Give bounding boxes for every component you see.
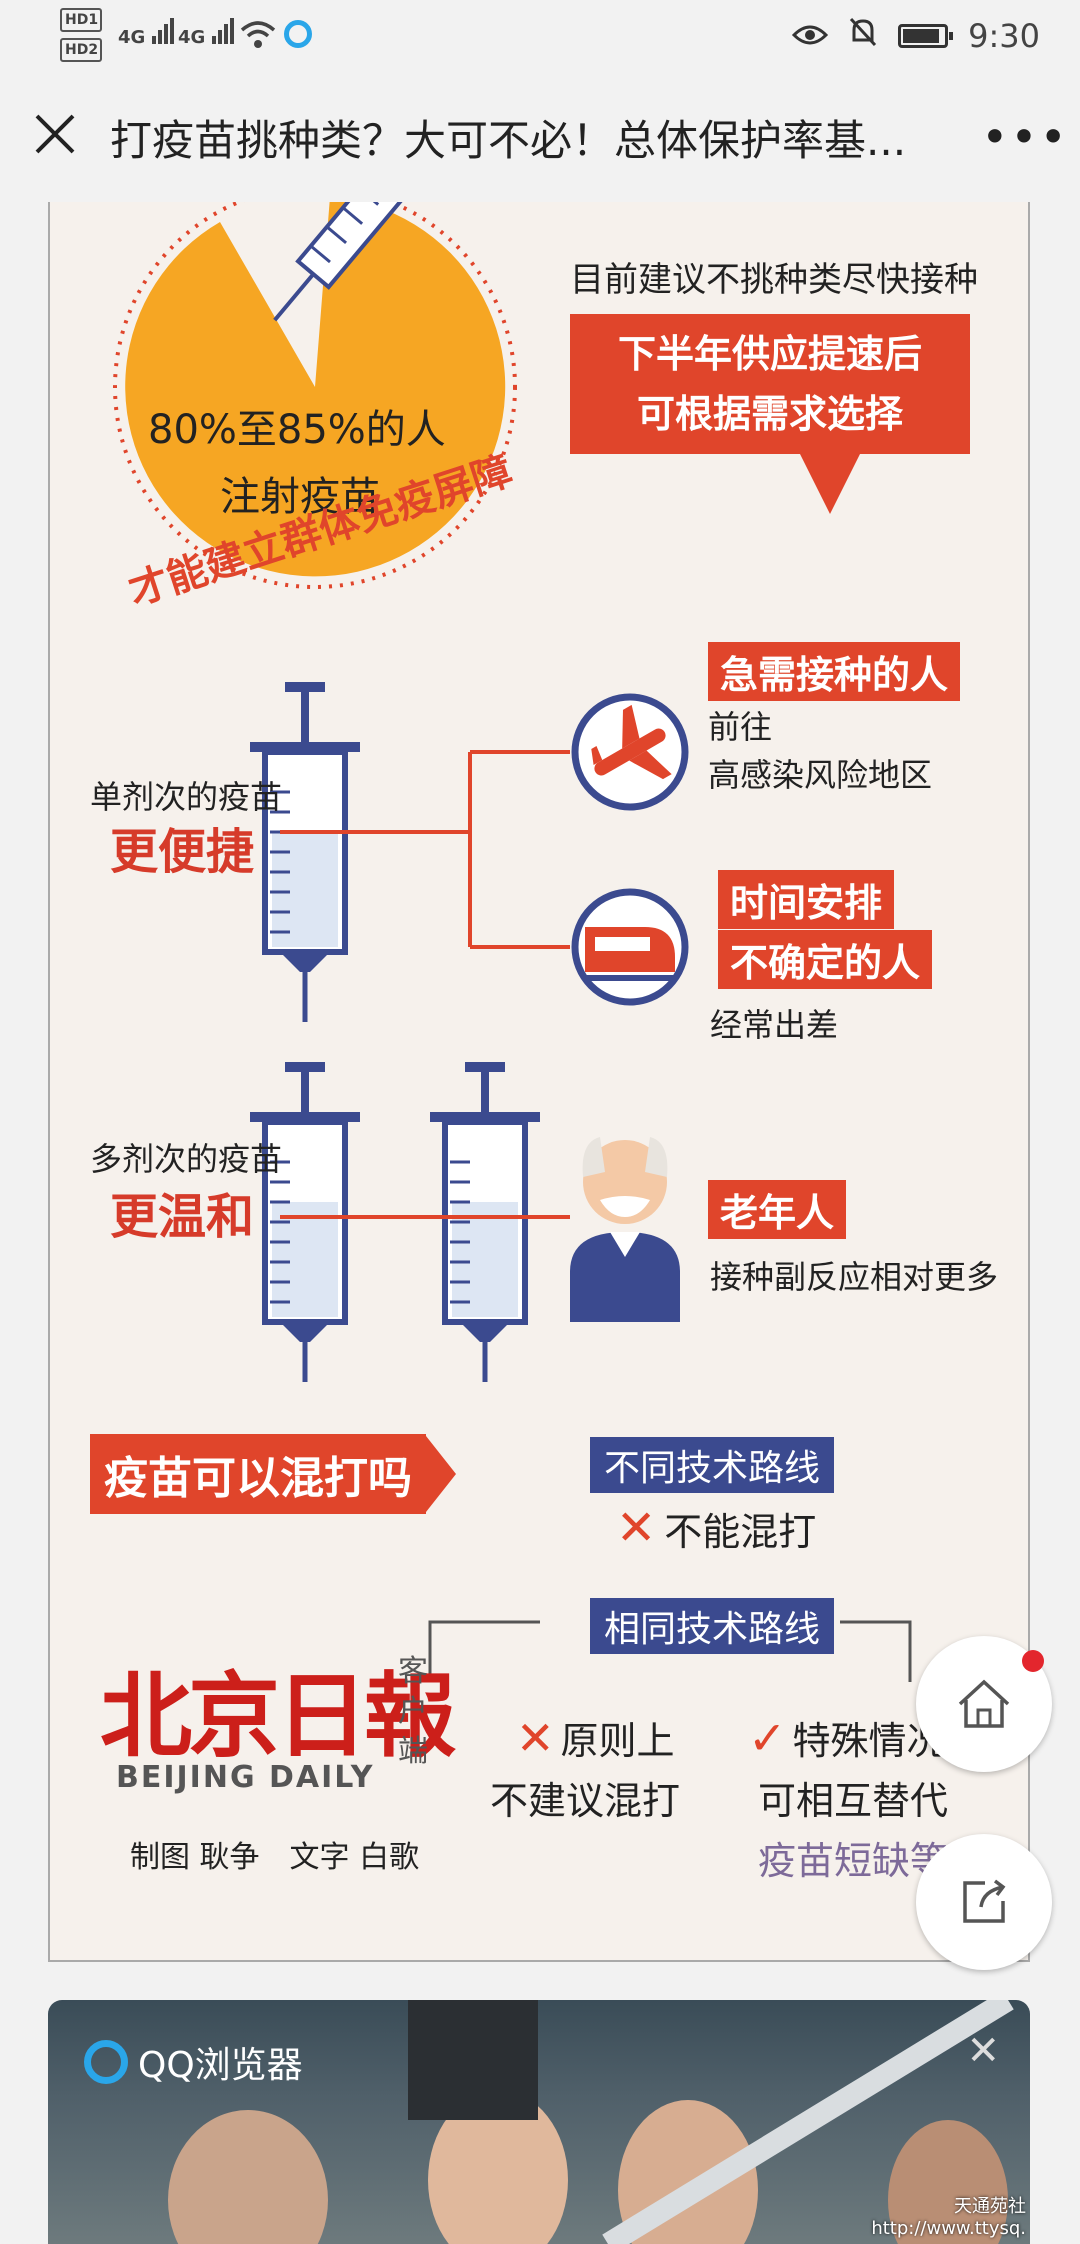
ad-brand: QQ浏览器	[84, 2036, 303, 2088]
close-icon	[35, 114, 75, 153]
notification-dot	[1022, 1650, 1044, 1672]
same-no1: 原则上	[560, 1719, 675, 1763]
multi-dose-diagram	[250, 1062, 680, 1382]
same-tech-tag: 相同技术路线	[590, 1598, 835, 1654]
elderly-person-icon	[570, 1137, 680, 1322]
close-button[interactable]	[0, 105, 110, 170]
watermark: 天通苑社 http://www.ttysq.	[871, 2196, 1026, 2240]
urgent-desc1: 前往	[708, 708, 773, 746]
single-dose-diagram	[250, 682, 689, 1022]
circle-line1: 80%至85%的人	[148, 407, 446, 453]
watermark-line2: http://www.ttysq.	[871, 2218, 1026, 2239]
share-button[interactable]	[916, 1834, 1052, 1970]
page-title: 打疫苗挑种类？大可不必！总体保护率基...	[110, 115, 907, 165]
single-dose-trait: 更便捷	[110, 824, 255, 880]
same-yes2: 可相互替代	[758, 1779, 949, 1823]
same-no-row: ✕ 原则上	[516, 1710, 675, 1765]
clock: 9:30	[968, 17, 1040, 55]
vaccine-infographic: 80%至85%的人 注射疫苗 才能建立群体免疫屏障 目前建议不挑种类尽快接种 下…	[48, 202, 1030, 1962]
status-bar: HD1 HD2 4G 4G 9:30	[0, 0, 1080, 72]
beijing-daily-en: BEIJING DAILY	[116, 1760, 375, 1795]
ad-image	[168, 2000, 1014, 2244]
multi-dose-trait: 更温和	[110, 1189, 255, 1245]
close-icon: ✕	[966, 2028, 1000, 2074]
bubble-line1: 下半年供应提速后	[617, 332, 922, 376]
same-tech-bracket	[428, 1620, 912, 1682]
signal-bars-icon	[211, 18, 242, 48]
title-bar: 打疫苗挑种类？大可不必！总体保护率基... •••	[0, 72, 1080, 202]
hd2-badge: HD2	[60, 38, 102, 62]
bubble-tail	[800, 454, 860, 514]
bubble-line2: 可根据需求选择	[636, 392, 903, 436]
same-yes3: 疫苗短缺等	[758, 1839, 949, 1883]
mute-bell-icon	[848, 16, 878, 56]
ad-brand-label: QQ浏览器	[138, 2045, 303, 2086]
train-icon	[585, 927, 675, 981]
signal1-label: 4G	[118, 27, 146, 48]
urgent-desc2: 高感染风险地区	[708, 756, 933, 794]
eye-icon	[792, 17, 829, 55]
circle-line2: 注射疫苗	[220, 474, 380, 520]
single-dose-label: 单剂次的疫苗	[90, 778, 283, 816]
cross-icon: ✕	[516, 1710, 555, 1765]
battery-icon	[898, 24, 954, 48]
share-icon	[963, 1879, 1006, 1923]
recommend-text: 目前建议不挑种类尽快接种	[570, 260, 978, 300]
bubble-box: 下半年供应提速后 可根据需求选择	[570, 314, 970, 454]
ad-banner[interactable]: QQ浏览器 ✕ 天通苑社 http://www.ttysq.	[48, 2000, 1030, 2244]
qq-browser-notification-icon	[284, 20, 312, 48]
airplane-icon	[591, 704, 672, 780]
more-options-button[interactable]: •••	[970, 110, 1080, 164]
check-icon: ✓	[748, 1710, 787, 1765]
cross-icon: ✕	[616, 1500, 657, 1556]
same-no2: 不建议混打	[490, 1779, 681, 1823]
schedule-tag1: 时间安排	[718, 870, 895, 929]
same-yes-row: ✓ 特殊情况	[748, 1710, 945, 1765]
banner-arrow	[426, 1436, 456, 1512]
hd-badges: HD1 HD2	[60, 8, 130, 68]
diff-tech-answer-row: ✕ 不能混打	[616, 1500, 816, 1556]
immunity-circle-graphic	[113, 202, 517, 589]
diff-tech-tag: 不同技术路线	[590, 1437, 835, 1493]
watermark-line1: 天通苑社	[954, 2196, 1026, 2217]
signal-bars-icon	[151, 18, 182, 48]
schedule-desc: 经常出差	[710, 1006, 839, 1044]
wifi-icon	[240, 20, 276, 58]
credits: 制图 耿争 文字 白歌	[130, 1840, 420, 1875]
elderly-tag: 老年人	[708, 1180, 847, 1239]
urgent-tag: 急需接种的人	[708, 642, 961, 701]
beijing-daily-logo: 北京日報	[100, 1662, 456, 1770]
qq-browser-logo-icon	[84, 2040, 128, 2084]
brand-client: 客户端	[398, 1654, 428, 1769]
schedule-tag2: 不确定的人	[718, 930, 933, 989]
diff-tech-answer: 不能混打	[664, 1509, 817, 1554]
home-icon	[958, 1679, 1010, 1728]
speech-bubble: 下半年供应提速后 可根据需求选择	[570, 314, 970, 514]
mix-question: 疫苗可以混打吗	[90, 1434, 426, 1514]
more-dots-icon: •••	[981, 110, 1069, 164]
signal2-label: 4G	[178, 27, 206, 48]
signal-4g-1: 4G	[118, 18, 182, 48]
hd1-badge: HD1	[60, 8, 102, 32]
ad-close-button[interactable]: ✕	[966, 2028, 1000, 2074]
mix-question-banner: 疫苗可以混打吗	[90, 1434, 456, 1514]
status-right: 9:30	[792, 16, 1040, 56]
multi-dose-label: 多剂次的疫苗	[90, 1140, 283, 1178]
signal-4g-2: 4G	[178, 18, 242, 48]
elderly-desc: 接种副反应相对更多	[710, 1258, 999, 1296]
